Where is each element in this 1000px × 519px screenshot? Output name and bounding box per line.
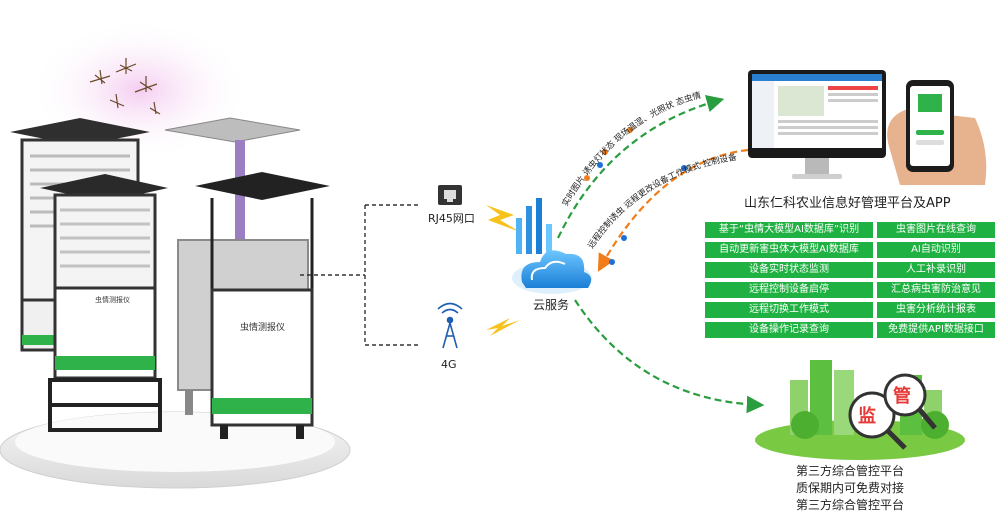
antenna-tower-icon — [437, 302, 463, 349]
bullet-dot — [584, 175, 590, 181]
lightning-bolt-icons — [486, 205, 520, 336]
cloud-service-icon — [512, 198, 592, 294]
feature-item: 人工补录识别 — [877, 262, 995, 278]
bullet-dot — [609, 259, 615, 265]
platform-title: 山东仁科农业信息好管理平台及APP — [744, 196, 951, 211]
feature-item: 自动更新害虫体大模型AI数据库 — [705, 242, 873, 258]
insect-icons — [89, 58, 161, 115]
feature-item: 基于“虫情大模型AI数据库”识别 — [705, 222, 873, 238]
rj45-label: RJ45网口 — [428, 212, 475, 225]
feature-grid: 基于“虫情大模型AI数据库”识别 虫害图片在线查询 自动更新害虫体大模型AI数据… — [705, 222, 995, 338]
third-party-line-3: 第三方综合管控平台 — [796, 498, 905, 512]
third-party-line-2: 质保期内可免费对接 — [796, 481, 905, 495]
bullet-dot — [621, 235, 627, 241]
bullet-dot — [681, 165, 687, 171]
cloud-service-label: 云服务 — [533, 298, 570, 312]
sign-text-1: 监 — [858, 405, 876, 427]
ethernet-port-icon — [438, 185, 462, 205]
sign-text-2: 管 — [893, 385, 911, 407]
bullet-dot — [597, 162, 603, 168]
upload-arc — [557, 94, 725, 239]
city-monitoring-illustration: 监 管 — [755, 360, 965, 460]
device-illustration: 虫情测报仪 虫情测报仪 — [0, 20, 351, 489]
panel-label-2: 虫情测报仪 — [240, 321, 285, 333]
feature-item: 汇总病虫害防治意见 — [877, 282, 995, 298]
feature-item: 远程控制设备启停 — [705, 282, 873, 298]
bullet-dot — [602, 149, 608, 155]
device-tower-front-left: 虫情测报仪 — [40, 174, 168, 432]
panel-label-1: 虫情测报仪 — [95, 295, 130, 304]
feature-item: 免费提供API数据接口 — [877, 322, 995, 338]
feature-item: AI自动识别 — [877, 242, 995, 258]
command-arc — [597, 148, 749, 272]
desktop-monitor — [748, 70, 886, 179]
feature-item: 远程切换工作模式 — [705, 302, 873, 318]
bullet-dot — [627, 127, 633, 133]
device-tower-front-right: 虫情测报仪 — [195, 172, 330, 439]
third-party-arrow — [574, 299, 765, 414]
4g-label: 4G — [441, 358, 457, 371]
third-party-line-1: 第三方综合管控平台 — [796, 464, 905, 478]
feature-item: 设备操作记录查询 — [705, 322, 873, 338]
connection-lines — [300, 204, 420, 346]
feature-item: 虫害分析统计报表 — [877, 302, 995, 318]
feature-item: 设备实时状态监测 — [705, 262, 873, 278]
mobile-phone — [887, 80, 987, 185]
feature-item: 虫害图片在线查询 — [877, 222, 995, 238]
podium-top — [15, 412, 335, 472]
